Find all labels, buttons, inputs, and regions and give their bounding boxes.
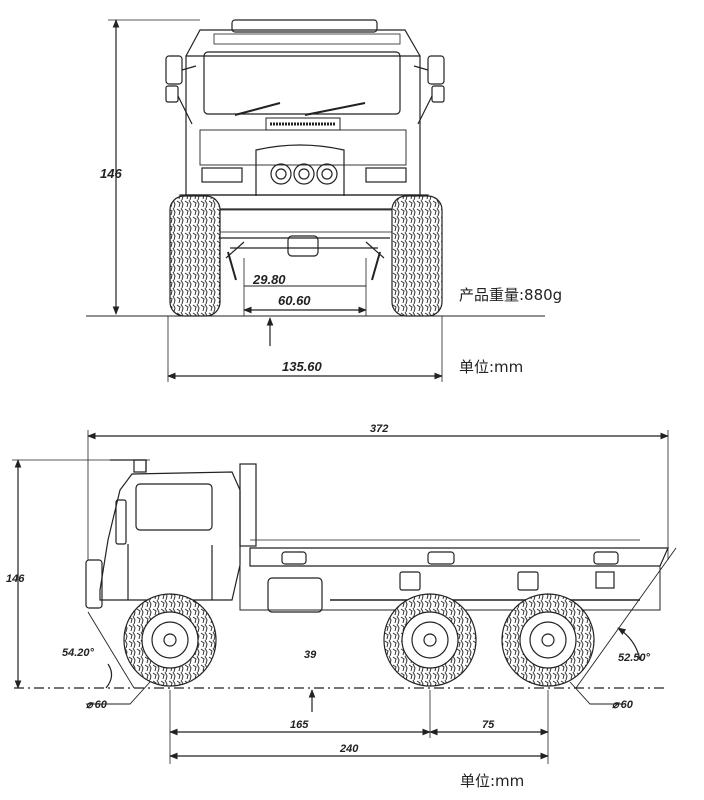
front-to-mid-axle-label: 165	[290, 719, 309, 731]
left-mirror	[165, 55, 183, 85]
unit-note-bottom: 单位:mm	[460, 772, 525, 790]
flatbed	[249, 547, 669, 567]
middle-wheel	[383, 593, 477, 687]
front-wheel	[123, 593, 217, 687]
right-headlight	[365, 167, 407, 183]
approach-angle-line	[87, 611, 135, 689]
wheelbase-label: 240	[339, 743, 359, 755]
approach-angle-label: 54.20°	[62, 647, 95, 659]
product-weight-note: 产品重量:880g	[459, 286, 563, 304]
front-left-wheel	[169, 195, 221, 317]
side-mirror	[115, 499, 127, 545]
side-ground-clearance-label: 39	[304, 649, 317, 661]
left-headlight	[201, 167, 243, 183]
front-wheel-diameter-leader	[86, 681, 151, 705]
diameter-icon: ⌀	[612, 699, 620, 711]
departure-angle-label: 52.50°	[618, 652, 651, 664]
side-cab	[99, 471, 241, 601]
front-axle	[218, 237, 390, 249]
side-height-label: 146	[6, 573, 25, 585]
diameter-icon: ⌀	[86, 699, 94, 711]
side-window	[135, 483, 213, 531]
front-wheel-diameter-label: ⌀60	[86, 699, 108, 711]
roof-light-bar	[231, 19, 378, 33]
front-spot-lamp-3	[316, 163, 338, 185]
right-mirror	[427, 55, 445, 85]
inner-track-label: 29.80	[252, 272, 286, 287]
departure-angle-arc	[617, 627, 641, 661]
overall-width-label: 135.60	[282, 359, 323, 374]
front-view	[86, 19, 545, 382]
mid-to-rear-axle-label: 75	[482, 719, 495, 731]
cab-rear-post	[239, 463, 257, 547]
axle-width-label: 60.60	[278, 293, 311, 308]
fuel-tank	[267, 577, 323, 613]
rear-wheel-diameter-label: ⌀60	[612, 699, 634, 711]
rear-wheel	[501, 593, 595, 687]
side-view	[12, 430, 677, 764]
side-front-bumper	[85, 559, 103, 609]
overall-length-label: 372	[370, 423, 388, 435]
windshield	[203, 51, 401, 115]
approach-angle-arc	[105, 663, 113, 689]
rear-wheel-diameter-leader	[569, 681, 624, 705]
front-spot-lamp-2	[293, 163, 315, 185]
front-height-label: 146	[100, 166, 122, 181]
cab-roof	[185, 29, 421, 57]
front-spot-lamp-1	[270, 163, 292, 185]
front-right-wheel	[391, 195, 443, 317]
departure-angle-line	[575, 547, 677, 689]
unit-note-top: 单位:mm	[459, 358, 524, 376]
